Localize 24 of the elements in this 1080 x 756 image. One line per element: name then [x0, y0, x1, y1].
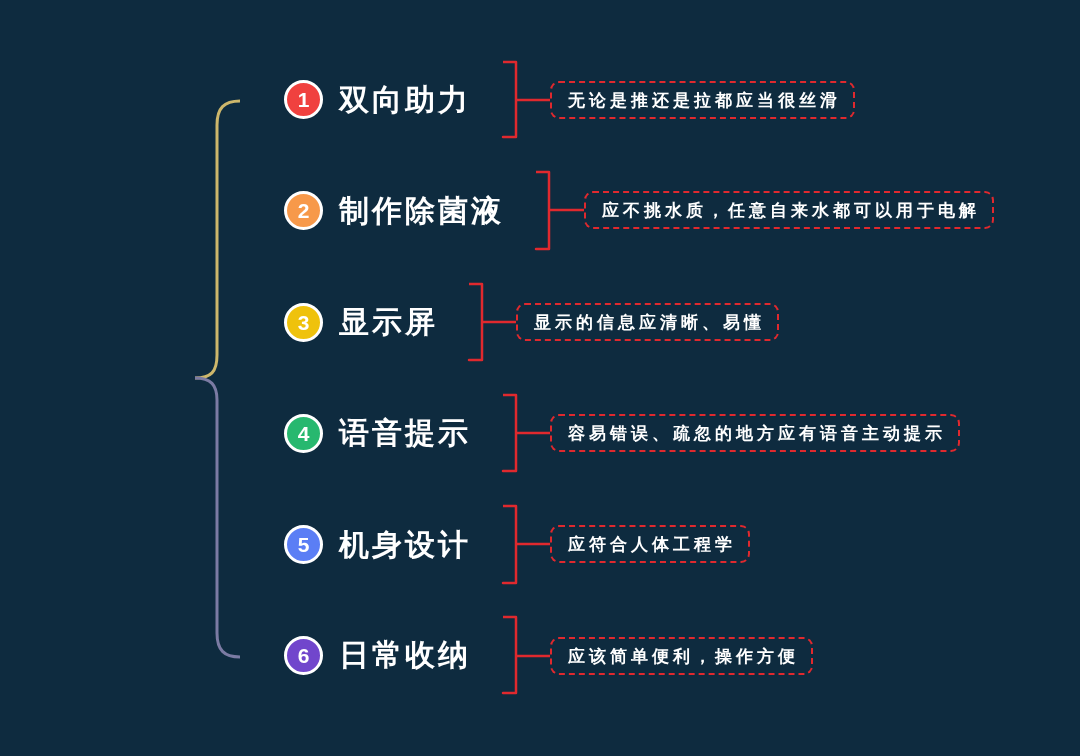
detail-note: 应该简单便利，操作方便: [550, 637, 813, 675]
bracket-connector: [467, 282, 516, 362]
detail-note: 应符合人体工程学: [550, 525, 750, 563]
topic-title: 制作除菌液: [339, 192, 504, 229]
step-number: 4: [284, 413, 323, 453]
topic-title: 双向助力: [339, 81, 471, 118]
detail-note: 应不挑水质，任意自来水都可以用于电解: [584, 191, 994, 229]
bracket-connector: [534, 170, 584, 251]
bracket-connector: [501, 393, 550, 473]
step-number: 1: [284, 80, 323, 119]
bracket-connector: [501, 60, 550, 139]
topic-title: 日常收纳: [339, 637, 471, 673]
detail-note: 容易错误、疏忽的地方应有语音主动提示: [550, 414, 960, 452]
step-number: 3: [284, 302, 323, 342]
topic-title: 语音提示: [339, 415, 471, 451]
topic-title: 显示屏: [339, 304, 438, 340]
step-number: 6: [284, 635, 323, 675]
bracket-connector: [501, 615, 550, 695]
detail-note: 无论是推还是拉都应当很丝滑: [550, 81, 855, 119]
bracket-connector: [501, 504, 550, 585]
detail-note: 显示的信息应清晰、易懂: [516, 303, 779, 341]
topic-title: 机身设计: [339, 526, 471, 563]
step-number: 2: [284, 191, 323, 230]
step-number: 5: [284, 525, 323, 564]
